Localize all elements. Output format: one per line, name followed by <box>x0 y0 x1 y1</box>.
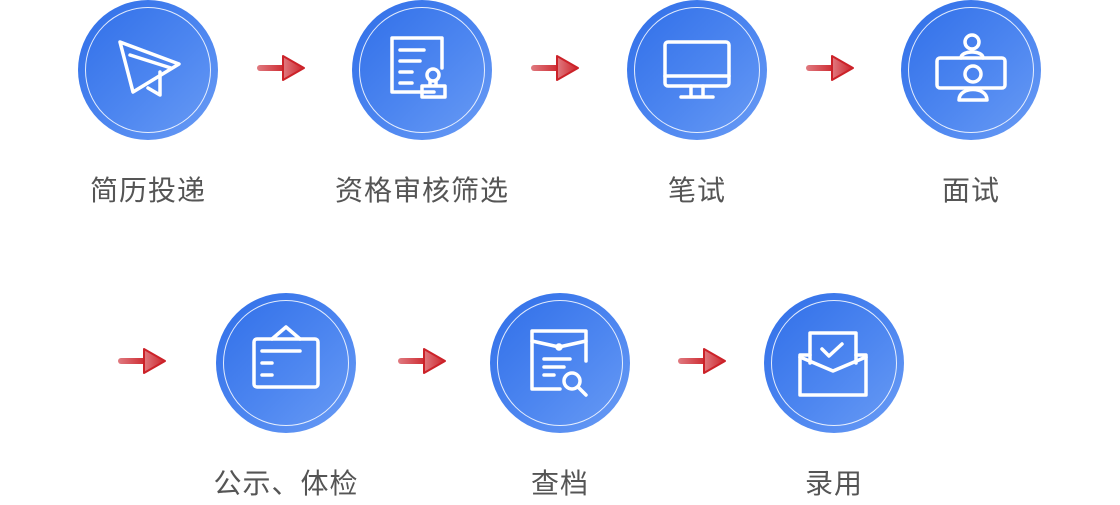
file-search-icon <box>490 293 630 433</box>
arrow-right-icon <box>530 53 580 83</box>
step-label: 资格审核筛选 <box>334 174 509 207</box>
paper-plane-icon <box>78 0 218 140</box>
document-stamp-icon <box>352 0 492 140</box>
step-label: 面试 <box>941 174 1000 207</box>
step-archive-check: 查档 <box>440 293 680 502</box>
step-label: 公示、体检 <box>213 467 359 500</box>
step-label: 笔试 <box>667 174 726 207</box>
step-interview: 面试 <box>851 0 1091 209</box>
step-label: 简历投递 <box>89 174 206 207</box>
step-resume-submission: 简历投递 <box>28 0 268 209</box>
arrow-right-icon <box>117 346 167 376</box>
monitor-icon <box>627 0 767 140</box>
step-qualification-review: 资格审核筛选 <box>302 0 542 209</box>
video-interview-icon <box>901 0 1041 140</box>
step-publicity-medical: 公示、体检 <box>166 293 406 502</box>
envelope-check-icon <box>764 293 904 433</box>
step-label: 查档 <box>530 467 589 500</box>
arrow-right-icon <box>805 53 855 83</box>
arrow-right-icon <box>677 346 727 376</box>
step-hiring: 录用 <box>714 293 954 502</box>
arrow-right-icon <box>397 346 447 376</box>
arrow-right-icon <box>256 53 306 83</box>
notice-board-icon <box>216 293 356 433</box>
step-label: 录用 <box>804 467 863 500</box>
step-written-exam: 笔试 <box>577 0 817 209</box>
